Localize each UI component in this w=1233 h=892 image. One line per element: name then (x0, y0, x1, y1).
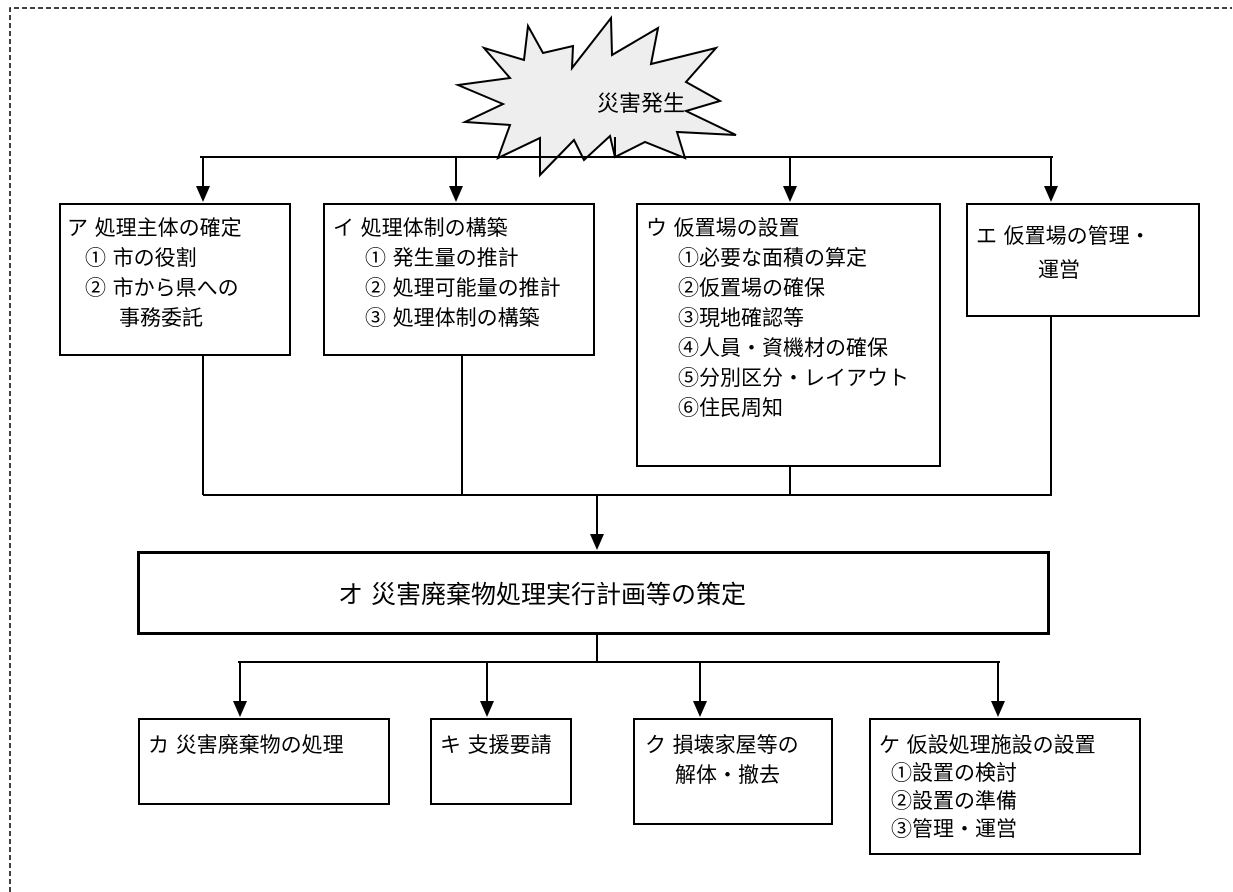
list-item: ①必要な面積の算定 (678, 246, 867, 270)
list-item: ②設置の準備 (891, 789, 1017, 813)
box-title: ケ 仮設処理施設の設置 (879, 733, 1096, 757)
top-connectors (196, 137, 1058, 202)
box-title: ウ 仮置場の設置 (646, 216, 800, 240)
list-item: ① 発生量の推計 (365, 246, 519, 270)
box-temporary-site-management: エ 仮置場の管理・ 運営 (966, 203, 1200, 317)
list-item: ③管理・運営 (891, 817, 1017, 841)
box-title: カ 災害廃棄物の処理 (148, 733, 344, 757)
list-item: ①設置の検討 (891, 761, 1017, 785)
list-item: 運営 (1038, 258, 1080, 282)
dashed-frame (9, 7, 1232, 892)
list-item: ④人員・資機材の確保 (678, 336, 888, 360)
list-item: ② 市から県への (85, 276, 239, 300)
middle-connectors (202, 316, 1052, 550)
box-support-request: キ 支援要請 (430, 718, 572, 805)
box-temporary-site-setup: ウ 仮置場の設置 ①必要な面積の算定 ②仮置場の確保 ③現地確認等 ④人員・資機… (636, 203, 941, 467)
box-title: ア 処理主体の確定 (67, 216, 242, 240)
list-item: 解体・撤去 (675, 763, 780, 787)
box-waste-processing: カ 災害廃棄物の処理 (138, 718, 390, 805)
box-title: オ 災害廃棄物処理実行計画等の策定 (338, 580, 746, 609)
list-item: ① 市の役割 (85, 246, 197, 270)
box-execution-plan: オ 災害廃棄物処理実行計画等の策定 (137, 551, 1050, 635)
box-demolition: ク 損壊家屋等の 解体・撤去 (633, 718, 833, 825)
start-label: 災害発生 (597, 92, 685, 117)
list-item: ⑤分別区分・レイアウト (678, 366, 909, 390)
box-temporary-facility: ケ 仮設処理施設の設置 ①設置の検討 ②設置の準備 ③管理・運営 (869, 718, 1141, 855)
box-processing-entity: ア 処理主体の確定 ① 市の役割 ② 市から県への 事務委託 (59, 203, 291, 356)
box-title: イ 処理体制の構築 (333, 216, 508, 240)
list-item: ②仮置場の確保 (678, 276, 825, 300)
bottom-connectors (233, 634, 1005, 717)
list-item: ③ 処理体制の構築 (365, 306, 540, 330)
box-processing-system: イ 処理体制の構築 ① 発生量の推計 ② 処理可能量の推計 ③ 処理体制の構築 (323, 203, 595, 356)
box-title: ク 損壊家屋等の (645, 733, 799, 757)
list-item: ② 処理可能量の推計 (365, 276, 561, 300)
box-title: エ 仮置場の管理・ (976, 224, 1151, 248)
list-item: ③現地確認等 (678, 306, 804, 330)
list-item: 事務委託 (119, 306, 203, 330)
list-item: ⑥住民周知 (678, 396, 783, 420)
box-title: キ 支援要請 (440, 733, 552, 757)
disaster-burst-shape (454, 15, 737, 178)
